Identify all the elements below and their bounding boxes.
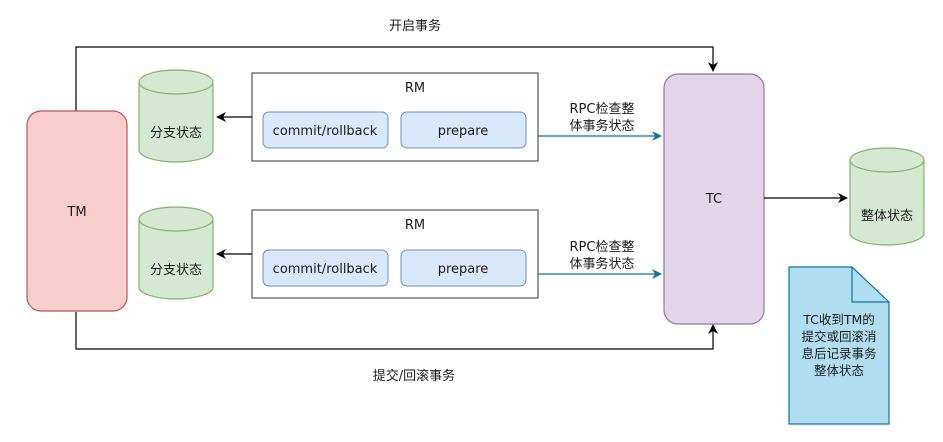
rm-group-2: RM commit/rollback prepare 分支状态 RPC检查整 体… [138, 206, 662, 300]
tm-node [26, 110, 128, 312]
commit-rollback-label: 提交/回滚事务 [373, 368, 455, 384]
rm-title: RM [405, 81, 425, 96]
rpc-check-label-line2: 体事务状态 [569, 118, 634, 134]
prepare-text: prepare [438, 262, 489, 277]
commit-rollback-box [262, 111, 389, 149]
begin-transaction-connector [75, 46, 718, 111]
global-state-database: 整体状态 [849, 147, 925, 246]
tc-node [663, 73, 765, 325]
branch-state-database: 分支状态 [138, 206, 214, 300]
rpc-check-label-line1: RPC检查整 [570, 102, 635, 117]
rpc-check-label-line1: RPC检查整 [570, 240, 635, 255]
commit-rollback-box [262, 249, 389, 287]
global-state-label: 整体状态 [861, 209, 913, 224]
rm-title: RM [405, 218, 425, 233]
branch-state-label: 分支状态 [150, 263, 202, 278]
tc-note: TC收到TM的 提交或回滚消 息后记录事务 整体状态 [788, 266, 890, 425]
commit-rollback-text: commit/rollback [273, 124, 378, 139]
commit-rollback-text: commit/rollback [273, 262, 378, 277]
prepare-box [400, 111, 527, 149]
commit-rollback-connector [75, 312, 718, 350]
tm-label: TM [66, 205, 86, 220]
note-line-2: 提交或回滚消 [801, 329, 876, 344]
note-line-4: 整体状态 [814, 363, 864, 378]
rm-group-1: RM commit/rollback prepare 分支状态 RPC检查整 体… [138, 69, 662, 163]
rpc-check-label-line2: 体事务状态 [569, 256, 634, 272]
branch-state-database: 分支状态 [138, 69, 214, 163]
begin-transaction-label: 开启事务 [389, 18, 441, 34]
note-line-1: TC收到TM的 [802, 312, 875, 327]
prepare-text: prepare [438, 124, 489, 139]
tc-label: TC [705, 192, 722, 207]
prepare-box [400, 249, 527, 287]
note-line-3: 息后记录事务 [801, 346, 876, 361]
branch-state-label: 分支状态 [150, 126, 202, 141]
